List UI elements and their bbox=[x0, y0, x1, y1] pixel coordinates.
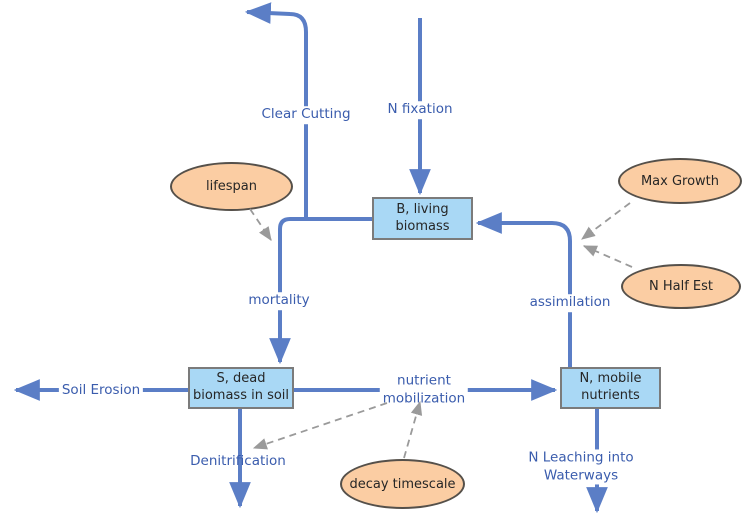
stock-mobile-nutrients[interactable]: N, mobile nutrients bbox=[560, 367, 661, 409]
stock-dead-biomass[interactable]: S, dead biomass in soil bbox=[188, 367, 294, 409]
assimilation-label: assimilation bbox=[526, 294, 614, 312]
clear-cutting-label: Clear Cutting bbox=[258, 106, 354, 124]
converter-n-half-est[interactable]: N Half Est bbox=[621, 264, 741, 309]
soil-erosion-label: Soil Erosion bbox=[58, 382, 144, 400]
denitrification-label: Denitrification bbox=[190, 453, 286, 470]
converter-lifespan[interactable]: lifespan bbox=[170, 162, 293, 211]
stock-living-biomass[interactable]: B, living biomass bbox=[372, 197, 473, 240]
converter-decay-timescale[interactable]: decay timescale bbox=[340, 459, 465, 509]
mortality-flow-line bbox=[269, 217, 372, 365]
decay-to-denitrification-connector bbox=[252, 402, 388, 450]
lifespan-to-mortality-connector bbox=[249, 208, 272, 241]
nutrient-mobilization-label: nutrient mobilization bbox=[379, 372, 469, 408]
converter-max-growth[interactable]: Max Growth bbox=[618, 158, 742, 204]
n-leaching-label: N Leaching into Waterways bbox=[525, 449, 637, 485]
max-growth-to-assimilation-connector bbox=[581, 202, 631, 240]
mortality-label: mortality bbox=[245, 292, 313, 310]
n-fixation-label: N fixation bbox=[384, 101, 456, 119]
n-half-est-to-assimilation-connector bbox=[582, 245, 633, 268]
decay-to-mobilization-connector bbox=[403, 400, 423, 459]
